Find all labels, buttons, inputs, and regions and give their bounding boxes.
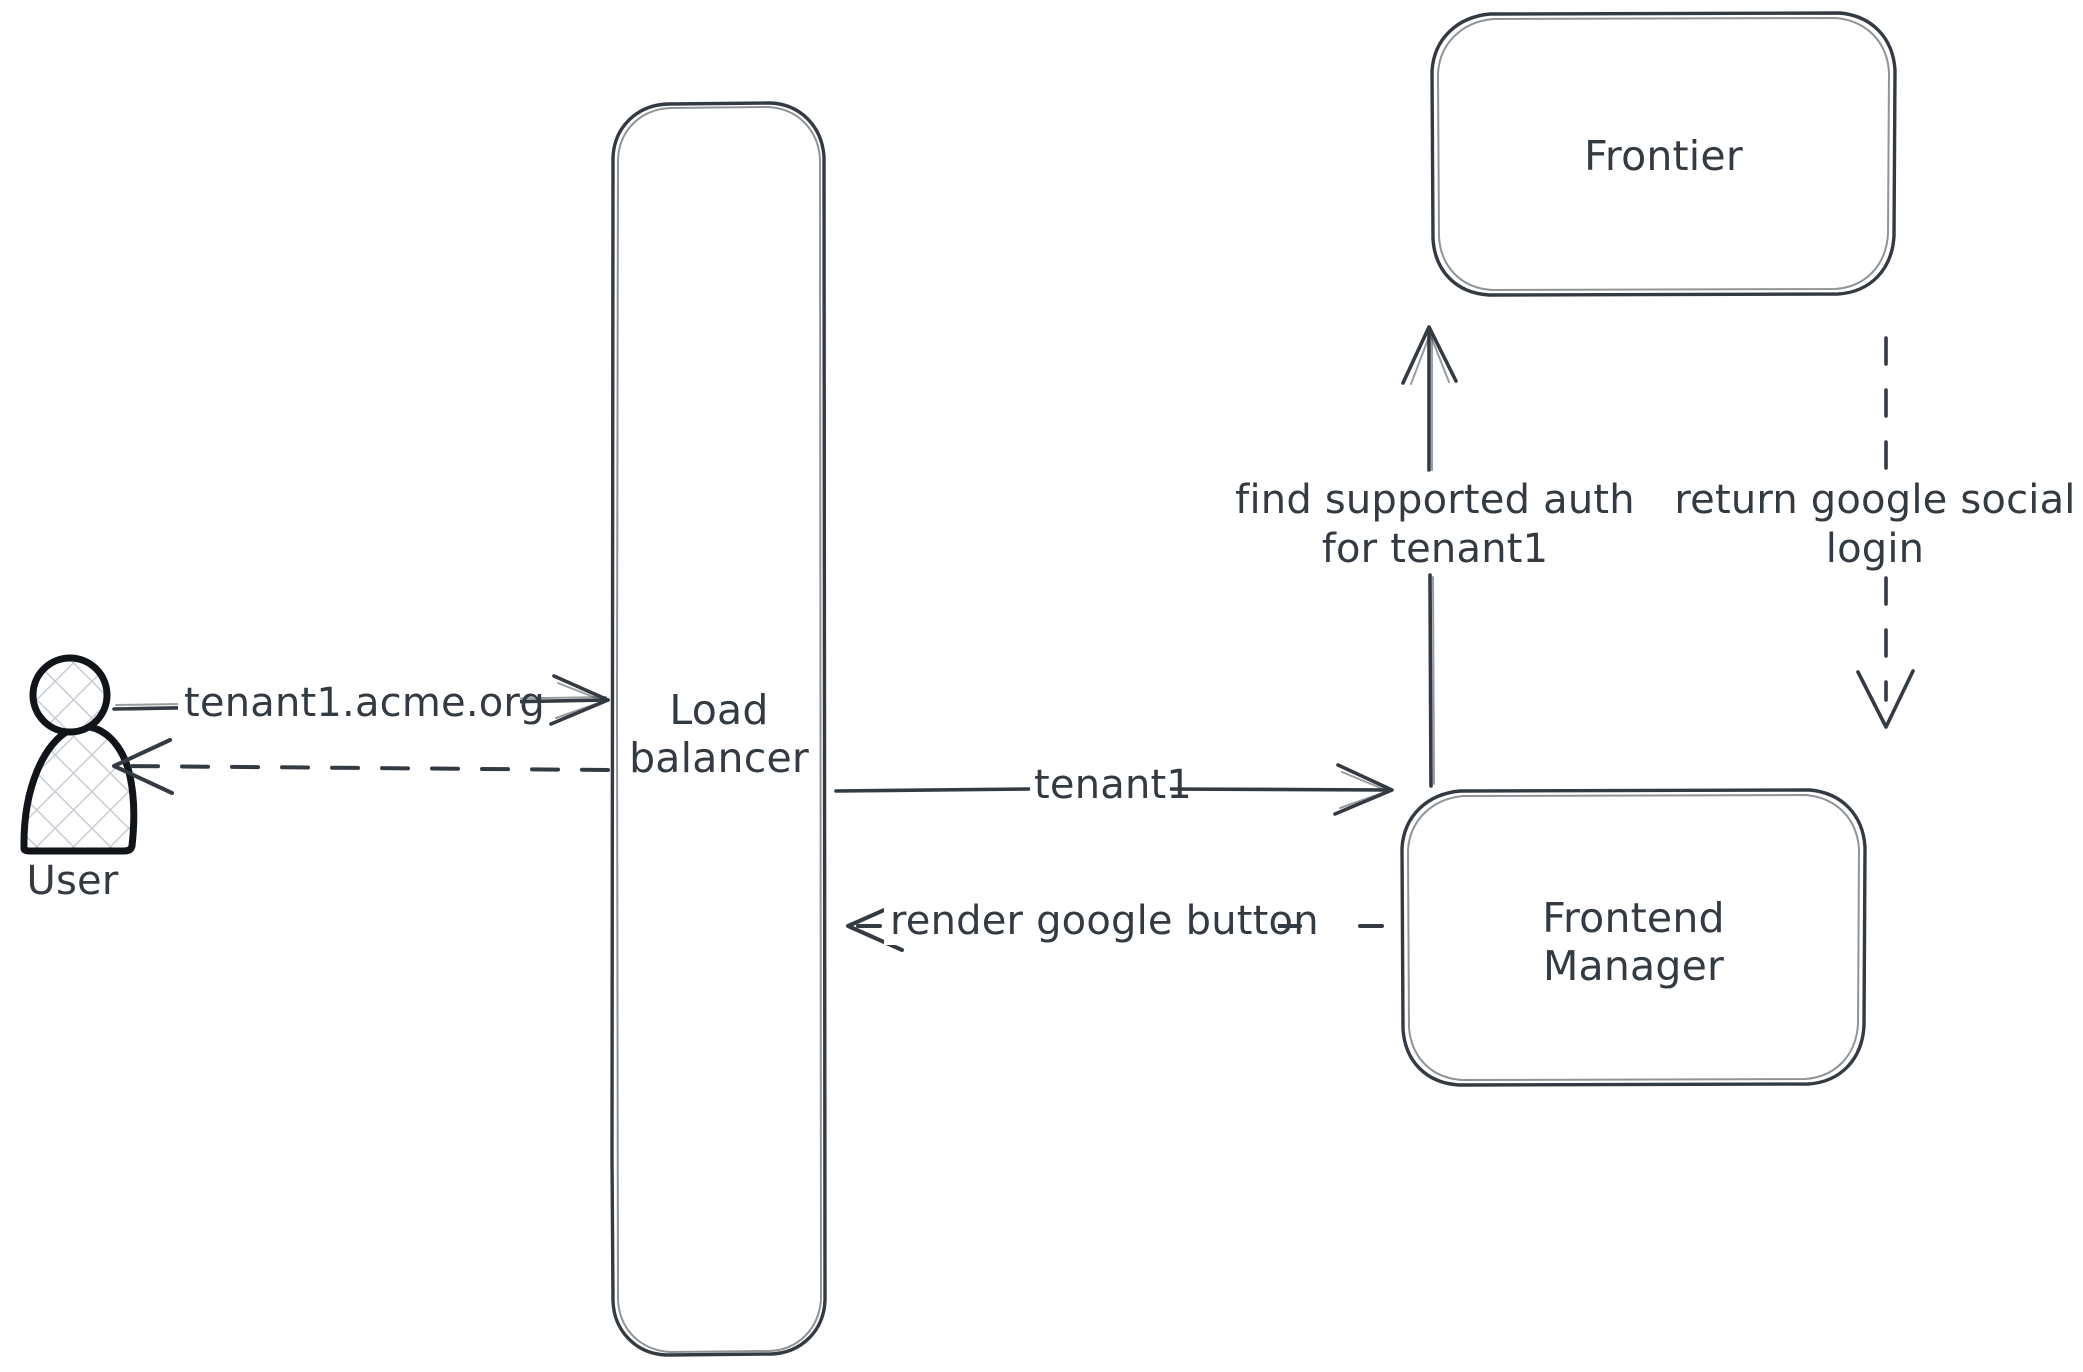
user-actor-label: User	[26, 858, 119, 904]
load-balancer-shape	[610, 101, 827, 1357]
load-balancer-label-line1: Load	[669, 686, 769, 734]
edge-label-render-google-button: render google button	[884, 898, 1319, 946]
load-balancer-label-line2: balancer	[629, 734, 809, 782]
edge-label-tenant1: tenant1	[1030, 762, 1192, 810]
frontend-manager-shape	[1400, 788, 1867, 1087]
frontier-label: Frontier	[1584, 132, 1743, 180]
edge-label-find-supported-auth: find supported auth	[1225, 477, 1645, 525]
frontier-shape	[1430, 11, 1897, 297]
edge-frontier-to-frontend-manager-line	[1856, 336, 1915, 729]
frontend-manager-label-line1: Frontend	[1542, 894, 1725, 942]
edge-label-return-google-social: return google social	[1664, 477, 2083, 525]
edge-label-tenant1-acme-org: tenant1.acme.org	[178, 680, 545, 728]
edge-label-login: login	[1790, 526, 1960, 574]
user-actor-glyph	[20, 654, 138, 855]
edge-label-for-tenant1: for tenant1	[1290, 526, 1580, 574]
edge-load-balancer-to-frontend-manager-line	[834, 763, 1394, 816]
edge-load-balancer-to-user-line	[112, 738, 610, 795]
frontend-manager-label-line2: Manager	[1542, 942, 1725, 990]
edge-frontend-manager-to-frontier-line	[1401, 325, 1458, 788]
